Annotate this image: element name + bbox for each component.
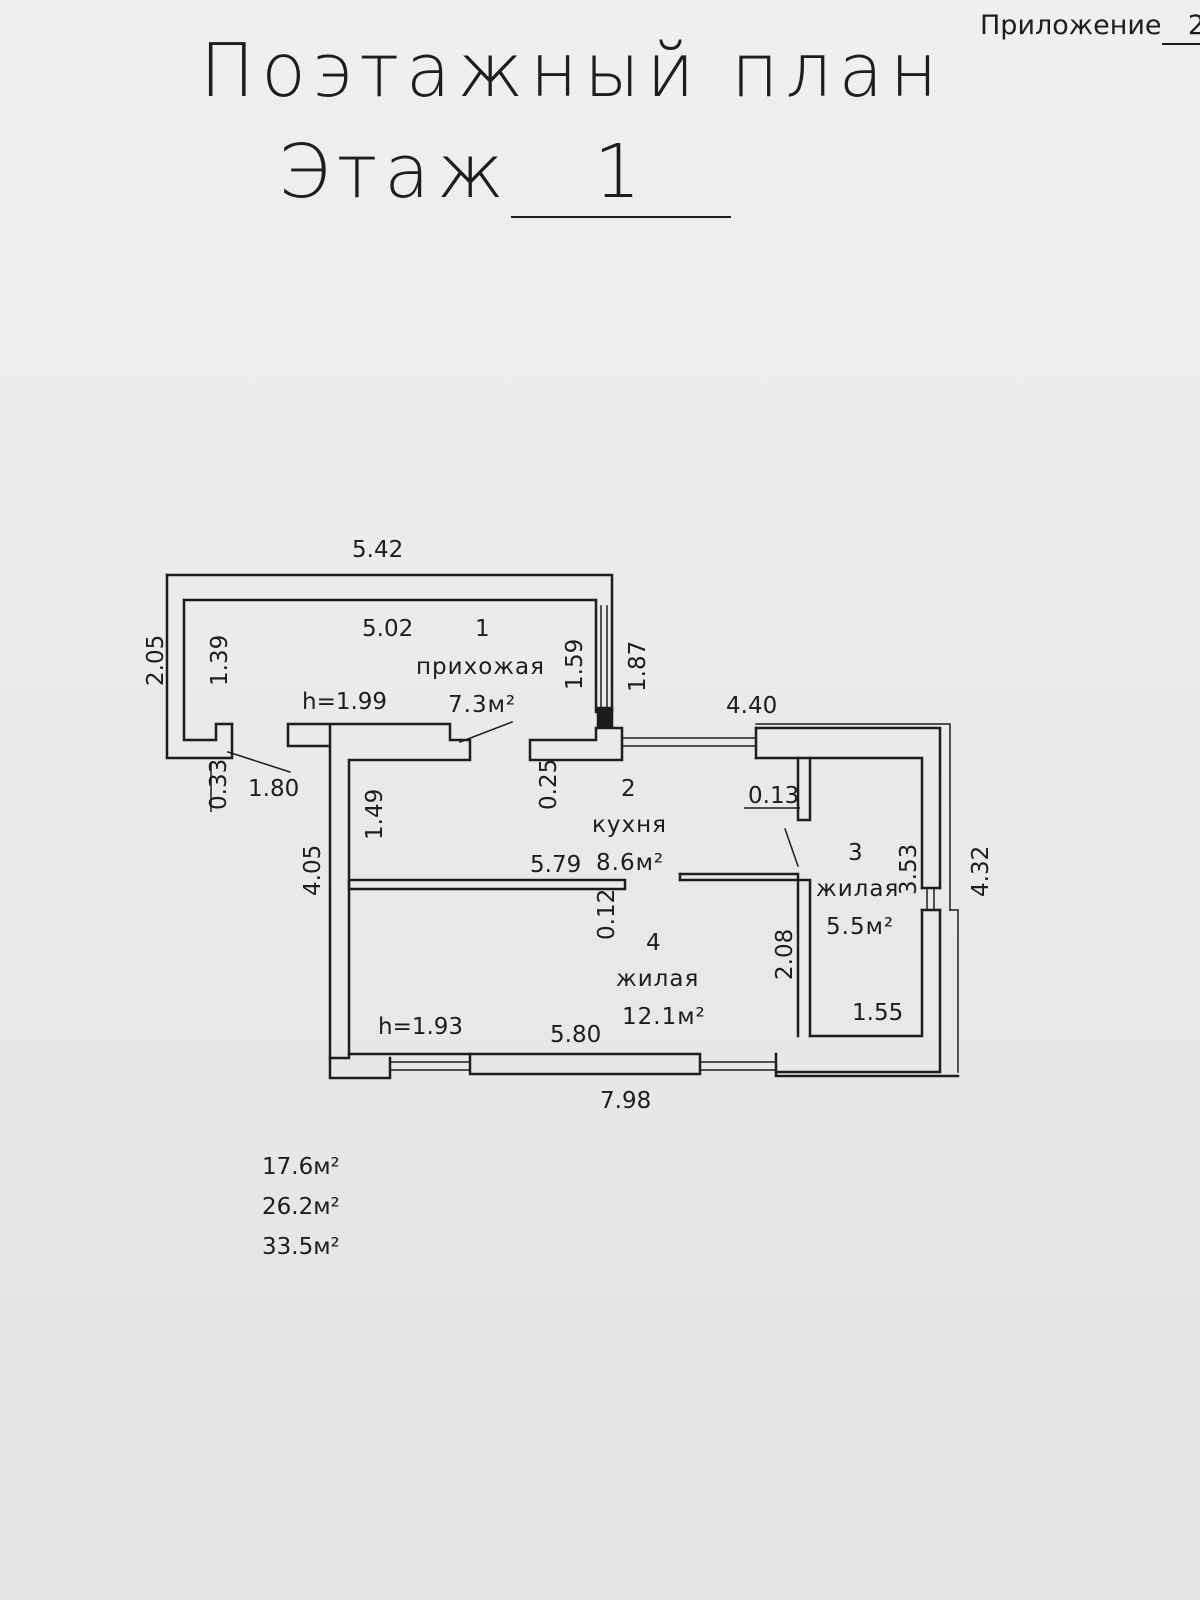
dim-4-32: 4.32 (968, 846, 994, 897)
floor-label: Этаж (278, 129, 511, 215)
room-1-area: 7.3м² (448, 692, 516, 718)
dim-4-05: 4.05 (300, 845, 326, 896)
appendix-number: 2 (1161, 10, 1200, 45)
dim-3-53: 3.53 (896, 844, 922, 895)
dim-h-1-93: h=1.93 (378, 1014, 463, 1040)
dim-1-87: 1.87 (625, 641, 651, 692)
room-3-name: жилая (816, 876, 899, 902)
room-3-number: 3 (848, 840, 864, 866)
page-title: Поэтажный план (200, 28, 945, 114)
dim-5-42: 5.42 (352, 537, 403, 563)
interior-walls (227, 721, 812, 1038)
floor-number: 1 (510, 128, 731, 218)
dim-2-08: 2.08 (772, 929, 798, 980)
room-2-name: кухня (592, 812, 667, 838)
dim-2-05: 2.05 (143, 635, 169, 686)
dim-0-25: 0.25 (536, 759, 562, 810)
dim-1-55: 1.55 (852, 1000, 903, 1026)
dim-1-49: 1.49 (362, 789, 388, 840)
dim-4-40: 4.40 (726, 693, 777, 719)
room-1-number: 1 (475, 616, 491, 642)
main-walls (328, 723, 960, 1080)
hallway-walls (165, 573, 614, 760)
dim-5-80: 5.80 (550, 1022, 601, 1048)
total-area-2: 26.2м² (262, 1194, 340, 1220)
total-area-1: 17.6м² (262, 1154, 340, 1180)
dim-0-12: 0.12 (594, 889, 620, 940)
dimension-labels: 5.42 5.02 2.05 1.39 1.59 1.87 0.33 1.80 … (143, 537, 994, 1114)
room-4-number: 4 (646, 930, 662, 956)
room-1-name: прихожая (416, 654, 545, 680)
room-labels: 1 прихожая 7.3м² 2 кухня 8.6м² 3 жилая 5… (416, 616, 899, 1030)
room-3-area: 5.5м² (826, 914, 894, 940)
room-2-area: 8.6м² (596, 850, 664, 876)
dim-0-33: 0.33 (206, 759, 232, 810)
dim-0-13: 0.13 (748, 783, 799, 809)
partition-walls (286, 722, 624, 1060)
room-4-area: 12.1м² (622, 1004, 706, 1030)
total-area-3: 33.5м² (262, 1234, 340, 1260)
dim-7-98: 7.98 (600, 1088, 651, 1114)
room-4-name: жилая (616, 966, 699, 992)
dim-1-39: 1.39 (207, 635, 233, 686)
dim-1-80: 1.80 (248, 776, 299, 802)
dim-5-02: 5.02 (362, 616, 413, 642)
area-totals: 17.6м² 26.2м² 33.5м² (262, 1147, 340, 1267)
dim-1-59: 1.59 (562, 639, 588, 690)
room-2-number: 2 (621, 776, 637, 802)
dim-5-79: 5.79 (530, 852, 581, 878)
dim-h-1-99: h=1.99 (302, 689, 387, 715)
appendix-text: Приложение (980, 10, 1162, 41)
